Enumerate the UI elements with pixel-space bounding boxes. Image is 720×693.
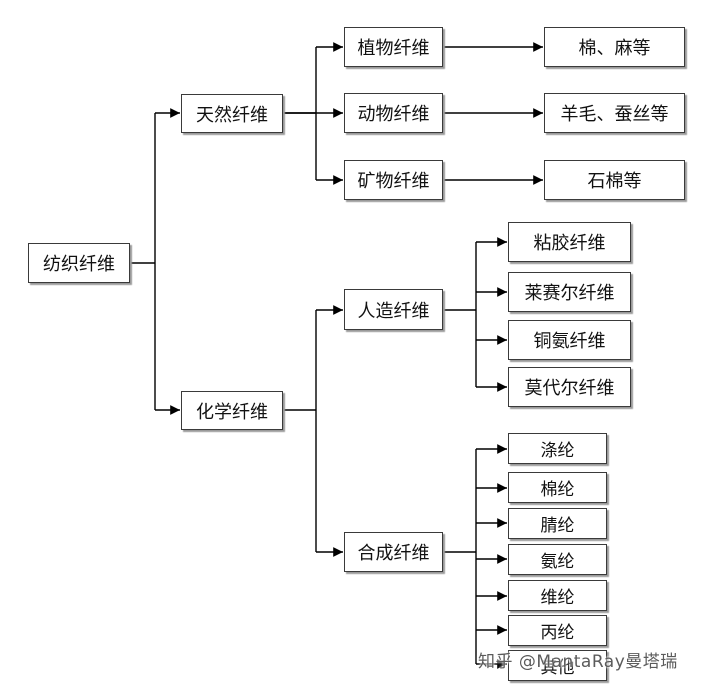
node-chemical-fiber: 化学纤维 <box>181 391 283 430</box>
node-acrylic: 腈纶 <box>508 508 607 539</box>
node-polypropylene: 丙纶 <box>508 615 607 646</box>
watermark-text: 知乎 @MantaRay曼塔瑞 <box>478 652 678 672</box>
node-animal-examples: 羊毛、蚕丝等 <box>544 93 685 133</box>
node-vinylon: 维纶 <box>508 580 607 611</box>
node-lyocell-fiber: 莱赛尔纤维 <box>508 272 631 312</box>
node-synthetic-fiber: 合成纤维 <box>344 532 443 572</box>
node-spandex: 氨纶 <box>508 544 607 575</box>
node-manmade-fiber: 人造纤维 <box>344 289 443 330</box>
node-viscose-fiber: 粘胶纤维 <box>508 222 631 262</box>
node-textile-fiber: 纺织纤维 <box>28 243 130 283</box>
node-plant-examples: 棉、麻等 <box>544 27 685 67</box>
node-plant-fiber: 植物纤维 <box>344 27 443 67</box>
node-cupro-fiber: 铜氨纤维 <box>508 320 631 360</box>
node-mineral-fiber: 矿物纤维 <box>344 160 443 200</box>
node-others: 其他 <box>508 650 607 681</box>
node-modal-fiber: 莫代尔纤维 <box>508 367 631 407</box>
node-nylon: 棉纶 <box>508 472 607 503</box>
node-mineral-examples: 石棉等 <box>544 160 685 200</box>
node-natural-fiber: 天然纤维 <box>181 94 283 133</box>
node-polyester: 涤纶 <box>508 433 607 464</box>
node-animal-fiber: 动物纤维 <box>344 93 443 133</box>
